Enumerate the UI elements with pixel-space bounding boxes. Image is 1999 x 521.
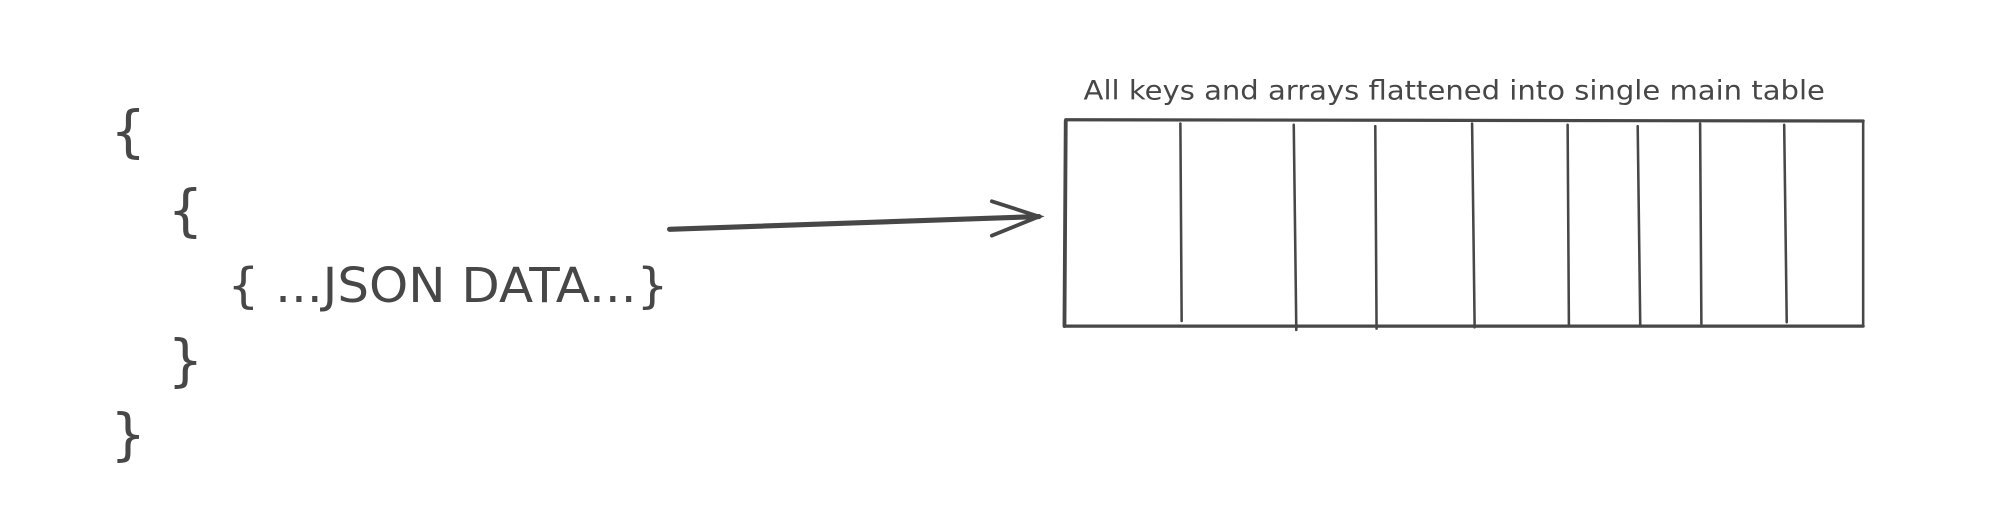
flattened-table <box>1062 118 1865 332</box>
column-divider <box>1566 123 1571 328</box>
inner-close-brace: } <box>168 329 204 394</box>
column-divider <box>1636 124 1642 327</box>
column-divider <box>1782 123 1789 324</box>
outer-close-brace: } <box>110 402 146 467</box>
outer-open-brace: { <box>110 99 146 164</box>
table-caption: All keys and arrays flattened into singl… <box>1084 75 1825 106</box>
column-divider <box>1698 122 1703 325</box>
column-divider <box>1374 124 1378 330</box>
column-divider <box>1292 123 1298 332</box>
column-divider <box>1179 122 1183 323</box>
json-data-label: { ...JSON DATA...} <box>228 258 669 314</box>
arrow <box>667 199 1045 238</box>
inner-open-brace: { <box>168 178 204 243</box>
column-divider <box>1470 122 1476 329</box>
